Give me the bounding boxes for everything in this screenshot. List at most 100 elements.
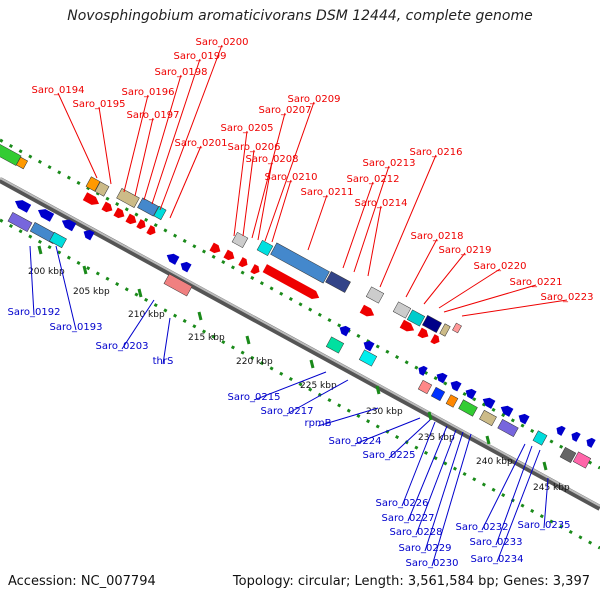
forward-gene-label: Saro_0208 [246, 154, 299, 165]
forward-gene-block [365, 286, 385, 304]
forward-gene-arrow [146, 225, 156, 236]
forward-gene-label: Saro_0205 [221, 123, 274, 134]
reverse-gene-label: Saro_0203 [96, 341, 149, 352]
forward-gene-label: Saro_0220 [474, 261, 527, 272]
forward-gene-label-leader [257, 161, 273, 241]
forward-gene-arrow [101, 201, 113, 213]
reverse-gene-block [7, 211, 33, 233]
forward-gene-block [406, 309, 426, 327]
forward-gene-block-shape [137, 197, 159, 217]
tick-mark [137, 288, 143, 298]
reverse-gene-block [572, 451, 592, 469]
tick-mark [485, 435, 491, 445]
reverse-gene-arrow [500, 405, 514, 417]
tick-mark [197, 311, 203, 321]
forward-gene-label-leader [57, 92, 98, 179]
forward-gene-label: Saro_0209 [288, 94, 341, 105]
forward-gene-label: Saro_0211 [301, 187, 354, 198]
reverse-gene-block [358, 349, 378, 367]
forward-gene-arrow [223, 249, 235, 261]
tick-mark [375, 385, 381, 395]
tick-mark [245, 335, 251, 345]
forward-gene-label: Saro_0201 [175, 138, 228, 149]
reverse-gene-label: Saro_0235 [518, 520, 571, 531]
tick-label: 245 kbp [533, 483, 570, 493]
reverse-gene-label-leader [121, 299, 155, 350]
forward-gene-block-shape [256, 239, 274, 257]
reverse-gene-label-leader [317, 407, 379, 427]
reverse-gene-arrow-shape [465, 388, 477, 400]
reverse-gene-label-leader [401, 421, 436, 507]
forward-gene-label-leader [271, 179, 292, 243]
tick-label: 240 kbp [476, 457, 513, 467]
forward-gene-arrow-shape [238, 257, 248, 268]
genome-summary: Topology: circular; Length: 3,561,584 bp… [232, 574, 590, 589]
forward-gene-block-shape [325, 271, 351, 293]
forward-gene-arrow [136, 219, 146, 230]
reverse-gene-block [458, 399, 478, 417]
tick-label: 215 kbp [188, 333, 225, 343]
forward-gene-label-leader [423, 252, 466, 305]
reverse-gene-block-shape [417, 379, 433, 395]
forward-gene-arrow-shape [136, 219, 146, 230]
reverse-gene-arrow [450, 380, 462, 392]
forward-gene-block [153, 205, 167, 221]
reverse-gene-arrow [586, 437, 596, 448]
reverse-gene-block [559, 446, 577, 464]
forward-gene-arrow [82, 192, 100, 205]
reverse-gene-label-leader [424, 431, 464, 552]
forward-gene-block-shape [422, 314, 442, 334]
forward-gene-block [392, 301, 412, 319]
reverse-gene-arrow-shape [436, 372, 448, 384]
inner-dotted-ring [0, 218, 600, 550]
reverse-gene-block-shape [559, 446, 577, 464]
reverse-gene-label: Saro_0232 [456, 522, 509, 533]
reverse-gene-block-shape [458, 399, 478, 417]
reverse-gene-arrow [556, 425, 566, 436]
forward-gene-label: Saro_0196 [122, 87, 175, 98]
forward-gene-block [94, 181, 110, 197]
reverse-gene-label: Saro_0215 [228, 392, 281, 403]
forward-gene-label-leader [438, 268, 501, 309]
reverse-gene-block-shape [479, 409, 497, 427]
forward-gene-block [270, 242, 330, 284]
forward-gene-label-leader [367, 205, 382, 277]
reverse-gene-arrow-shape [482, 397, 496, 409]
reverse-gene-label: Saro_0230 [406, 558, 459, 569]
reverse-gene-label-leader [388, 419, 431, 459]
outer-dotted-ring [0, 138, 600, 470]
forward-gene-block-shape [94, 181, 110, 197]
forward-gene-label-leader [233, 130, 248, 237]
forward-gene-block-shape [406, 309, 426, 327]
map-title: Novosphingobium aromaticivorans DSM 1244… [67, 8, 533, 24]
reverse-gene-label: Saro_0228 [390, 527, 443, 538]
reverse-gene-arrow-shape [37, 209, 55, 222]
reverse-gene-label: Saro_0192 [8, 307, 61, 318]
forward-gene-arrow-shape [146, 225, 156, 236]
forward-gene-label-leader [461, 299, 568, 317]
reverse-gene-arrow-shape [363, 340, 375, 352]
forward-gene-label-leader [264, 101, 315, 242]
reverse-gene-label: Saro_0193 [50, 322, 103, 333]
forward-gene-label-leader [98, 106, 112, 185]
reverse-gene-arrow [83, 229, 95, 241]
forward-gene-arrow-shape [113, 207, 125, 219]
forward-gene-arrow [113, 207, 125, 219]
reverse-gene-block [430, 386, 446, 402]
forward-gene-label: Saro_0210 [265, 172, 318, 183]
reverse-gene-block [49, 231, 67, 249]
forward-gene-arrow-shape [223, 249, 235, 261]
forward-gene-block-shape [153, 205, 167, 221]
tick-label: 205 kbp [73, 287, 110, 297]
forward-gene-arrow [417, 327, 429, 339]
reverse-gene-label-leader [543, 477, 549, 529]
reverse-gene-arrow-shape [518, 413, 530, 425]
reverse-gene-arrow [436, 372, 448, 384]
reverse-gene-arrow [571, 431, 581, 442]
reverse-gene-block-shape [325, 336, 345, 354]
forward-gene-block [422, 314, 442, 334]
forward-gene-block [116, 188, 140, 208]
feature-block-shape [15, 156, 29, 170]
forward-gene-block-shape [392, 301, 412, 319]
